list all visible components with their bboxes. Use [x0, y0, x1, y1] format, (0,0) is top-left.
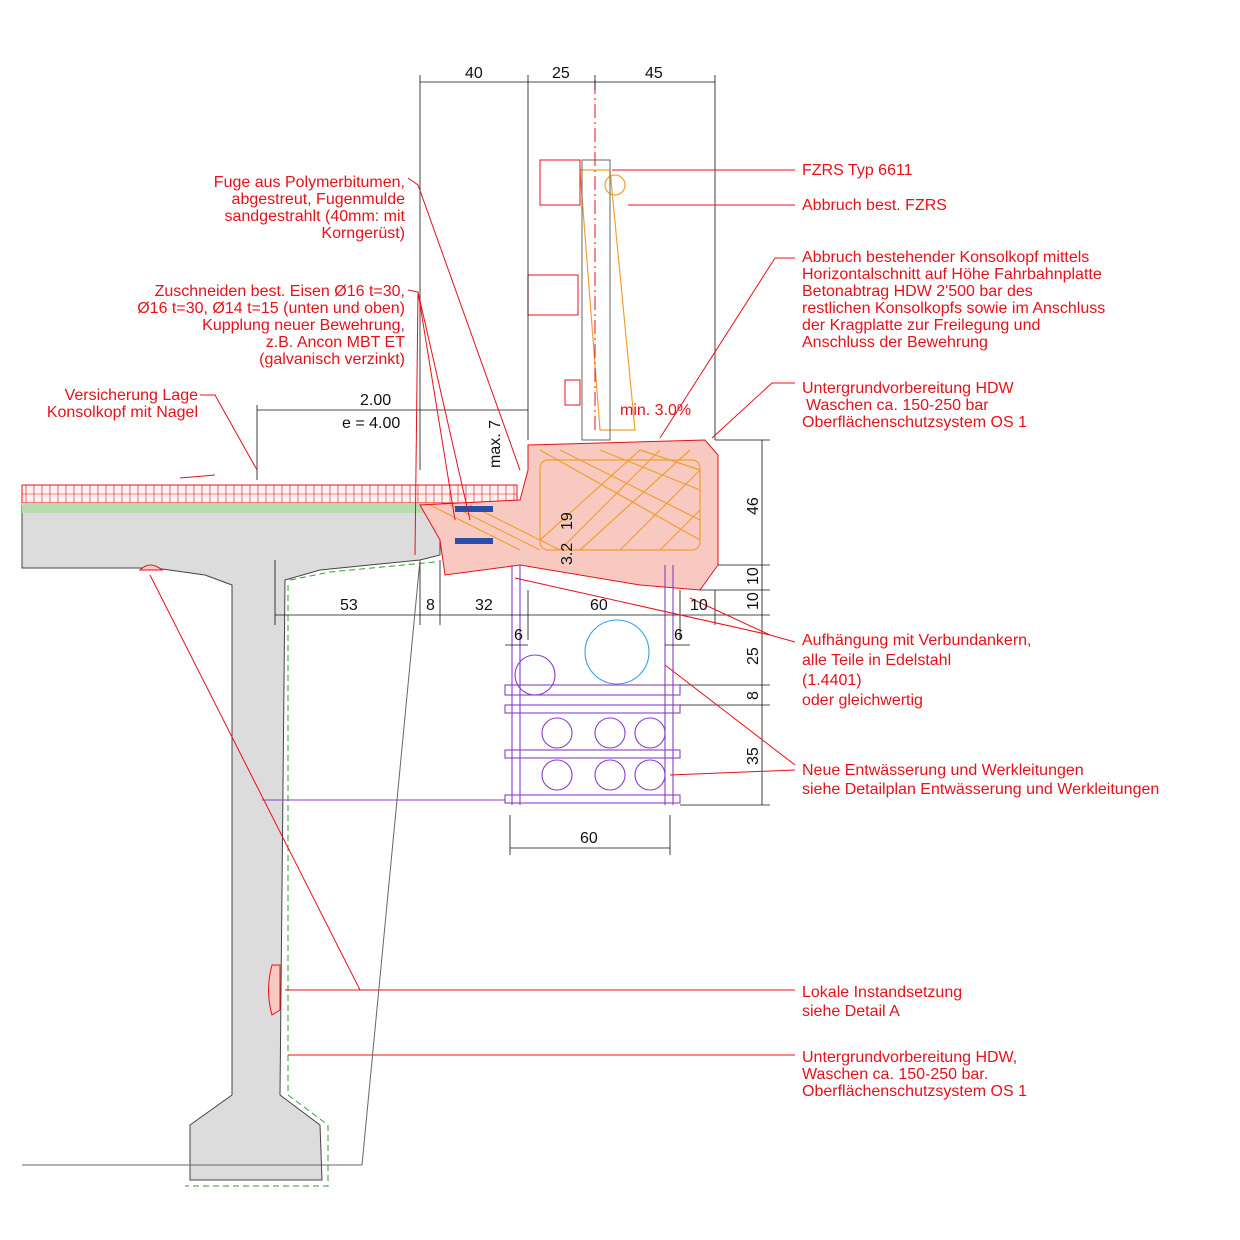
svg-text:sandgestrahlt (40mm: mit: sandgestrahlt (40mm: mit	[224, 208, 405, 225]
svg-text:Untergrundvorbereitung HDW: Untergrundvorbereitung HDW	[802, 380, 1015, 397]
dim-25: 25	[552, 65, 570, 82]
dim-10: 10	[690, 597, 708, 614]
dim-35: 35	[745, 747, 762, 765]
leader-lines	[149, 169, 796, 1056]
label-untergrund-1: Untergrundvorbereitung HDW Waschen ca. 1…	[802, 380, 1027, 431]
svg-text:Zuschneiden best. Eisen Ø16 t=: Zuschneiden best. Eisen Ø16 t=30,	[155, 283, 405, 300]
rebar-mesh	[429, 169, 701, 551]
sealing-layer	[22, 503, 442, 513]
label-zuschneiden: Zuschneiden best. Eisen Ø16 t=30, Ø16 t=…	[137, 283, 405, 368]
svg-text:oder gleichwertig: oder gleichwertig	[802, 692, 923, 709]
svg-text:Ø16 t=30, Ø14 t=15 (unten und: Ø16 t=30, Ø14 t=15 (unten und oben)	[137, 300, 405, 317]
local-repair-top	[138, 564, 164, 571]
local-repair-side	[268, 964, 281, 1016]
label-entwaesserung: Neue Entwässerung und Werkleitungen sieh…	[802, 762, 1159, 798]
spacing: e = 4.00	[342, 415, 400, 432]
anchor-bottom	[455, 538, 493, 544]
svg-text:Neue Entwässerung und Werkleit: Neue Entwässerung und Werkleitungen	[802, 762, 1084, 779]
anchor-top	[455, 506, 493, 512]
svg-text:Kupplung neuer Bewehrung,: Kupplung neuer Bewehrung,	[202, 317, 405, 334]
svg-text:Betonabtrag HDW 2'500 bar des: Betonabtrag HDW 2'500 bar des	[802, 283, 1033, 300]
label-untergrund-2: Untergrundvorbereitung HDW, Waschen ca. …	[802, 1049, 1027, 1100]
small-dim-19: 19	[559, 512, 576, 530]
label-versicherung: Versicherung Lage Konsolkopf mit Nagel	[47, 387, 198, 421]
svg-text:der Kragplatte zur Freilegung: der Kragplatte zur Freilegung und	[802, 317, 1040, 334]
svg-text:siehe Detailplan Entwässerung: siehe Detailplan Entwässerung und Werkle…	[802, 781, 1159, 798]
svg-text:(galvanisch verzinkt): (galvanisch verzinkt)	[259, 351, 405, 368]
svg-text:Fuge aus Polymerbitumen,: Fuge aus Polymerbitumen,	[214, 174, 405, 191]
dimension-lines	[256, 75, 770, 855]
svg-text:Konsolkopf mit Nagel: Konsolkopf mit Nagel	[47, 404, 198, 421]
max-7: max. 7	[487, 420, 504, 468]
svg-text:siehe Detail A: siehe Detail A	[802, 1003, 900, 1020]
railing-post	[527, 159, 611, 441]
pipe-hanger	[262, 565, 681, 805]
reference-line	[361, 559, 421, 1166]
pavement-hatch	[22, 485, 517, 503]
dim-25r: 25	[745, 647, 762, 665]
svg-text:restlichen Konsolkopfs sowie: restlichen Konsolkopfs sowie im Anschlus…	[802, 300, 1105, 317]
svg-text:Aufhängung mit Verbundankern,: Aufhängung mit Verbundankern,	[802, 632, 1032, 649]
svg-text:Untergrundvorbereitung HDW,: Untergrundvorbereitung HDW,	[802, 1049, 1017, 1066]
svg-text:alle Teile in Edelstahl: alle Teile in Edelstahl	[802, 652, 951, 669]
dim-32: 32	[475, 597, 493, 614]
svg-text:Horizontalschnitt auf Höhe Fah: Horizontalschnitt auf Höhe Fahrbahnplatt…	[802, 266, 1102, 283]
svg-text:Korngerüst): Korngerüst)	[321, 225, 405, 242]
svg-text:z.B. Ancon MBT ET: z.B. Ancon MBT ET	[266, 334, 406, 351]
svg-text:Waschen ca. 150-250 bar.: Waschen ca. 150-250 bar.	[802, 1066, 988, 1083]
surface-protection-line	[185, 561, 436, 1187]
dim-46: 46	[745, 497, 762, 515]
svg-text:abgestreut, Fugenmulde: abgestreut, Fugenmulde	[232, 191, 406, 208]
dim-53: 53	[340, 597, 358, 614]
svg-text:Oberflächenschutzsystem OS 1: Oberflächenschutzsystem OS 1	[802, 414, 1027, 431]
dim-r10b: 10	[745, 592, 762, 610]
label-fzrs: FZRS Typ 6611	[802, 162, 913, 179]
svg-text:(1.4401): (1.4401)	[802, 672, 862, 689]
slope-top: 2.00	[360, 392, 391, 409]
svg-text:Versicherung Lage: Versicherung Lage	[65, 387, 199, 404]
label-abbruch-fzrs: Abbruch best. FZRS	[802, 197, 947, 214]
label-abbruch-konsol: Abbruch bestehender Konsolkopf mittels H…	[802, 249, 1105, 351]
label-lokale: Lokale Instandsetzung siehe Detail A	[802, 984, 962, 1020]
dim-60: 60	[590, 597, 608, 614]
svg-text:Abbruch bestehender Konsolkopf: Abbruch bestehender Konsolkopf mittels	[802, 249, 1089, 266]
dim-40: 40	[465, 65, 483, 82]
slope-percent: min. 3.0%	[620, 402, 691, 419]
svg-text:Anschluss der Bewehrung: Anschluss der Bewehrung	[802, 334, 988, 351]
svg-text:Waschen ca. 150-250 bar: Waschen ca. 150-250 bar	[806, 397, 989, 414]
existing-deck-and-girder	[21, 494, 441, 1181]
dim-6a: 6	[514, 627, 523, 644]
svg-text:Oberflächenschutzsystem OS 1: Oberflächenschutzsystem OS 1	[802, 1083, 1027, 1100]
label-fuge: Fuge aus Polymerbitumen, abgestreut, Fug…	[214, 174, 406, 242]
dim-45: 45	[645, 65, 663, 82]
dim-60b: 60	[580, 830, 598, 847]
label-aufhaengung: Aufhängung mit Verbundankern, alle Teile…	[802, 632, 1032, 709]
dim-6b: 6	[674, 627, 683, 644]
dim-8: 8	[426, 597, 435, 614]
small-dim-3-2: 3.2	[559, 543, 576, 565]
svg-text:Lokale Instandsetzung: Lokale Instandsetzung	[802, 984, 962, 1001]
dim-8r: 8	[745, 691, 762, 700]
dim-r10a: 10	[745, 567, 762, 585]
